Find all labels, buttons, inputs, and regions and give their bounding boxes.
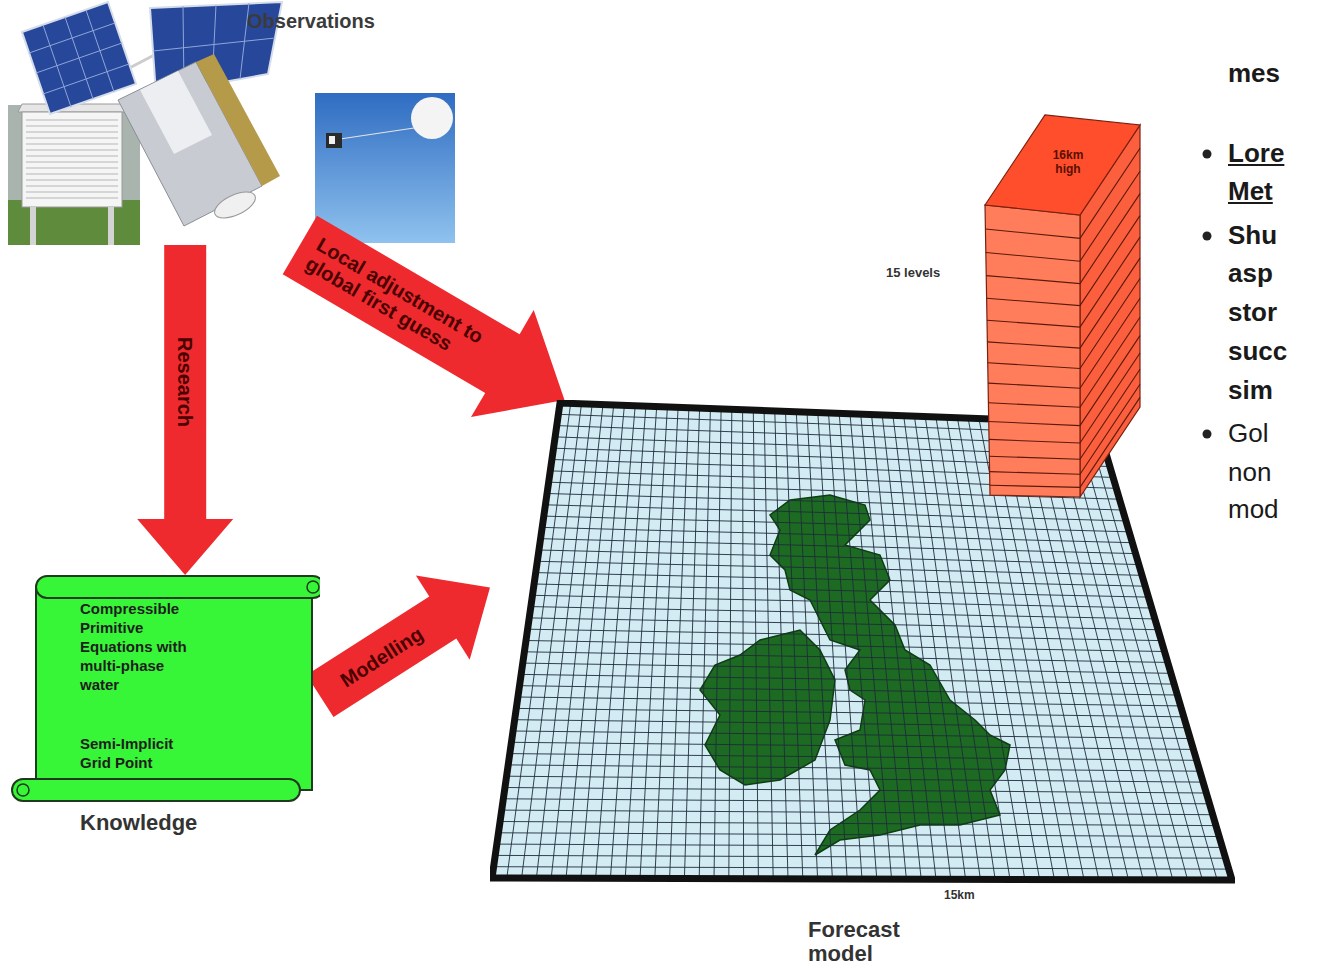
column-top (985, 115, 1140, 215)
bullet-dot (1203, 430, 1212, 439)
side-label: mes (1228, 58, 1280, 88)
side-label: non (1228, 457, 1271, 487)
scroll-sheet (36, 587, 312, 790)
knowledge-scroll: Compressible Primitive Equations with mu… (10, 575, 320, 838)
grid-group (492, 403, 1232, 880)
node-text: Observations (247, 10, 375, 33)
scroll-roll (36, 576, 320, 598)
side-label: Shu (1228, 220, 1277, 250)
stevenson-screen-photo (8, 104, 140, 245)
photo-sky (315, 93, 455, 243)
photo-sky (8, 105, 140, 245)
bullet-dot (1203, 150, 1212, 159)
screen-slats (26, 120, 118, 198)
scroll-text: Semi-Implicit Grid Point (80, 734, 200, 772)
screen-leg (108, 207, 114, 245)
scroll-curl (17, 784, 29, 796)
satellite-foil (196, 54, 280, 186)
node-text: Forecast model (808, 918, 923, 966)
arrow-label: Research (174, 337, 196, 427)
satellite-illustration (22, 2, 282, 226)
satellite-dish (211, 187, 259, 224)
scroll-body: Compressible Primitive Equations with mu… (10, 575, 320, 772)
forecast-grid: Forecast model (490, 400, 1235, 968)
satellite-panel (140, 71, 212, 154)
scroll-text: Compressible Primitive Equations with mu… (80, 599, 205, 694)
grid-ground (492, 403, 1232, 880)
grid-illustration (490, 400, 1235, 968)
bullet-dot (1203, 232, 1212, 241)
bullets (1203, 150, 1212, 439)
node-text: 16km high (1042, 148, 1094, 176)
side-label: Met (1228, 176, 1273, 206)
block-arrow (283, 216, 565, 417)
radiosonde (326, 133, 342, 148)
knowledge-label: Knowledge (80, 810, 197, 836)
side-label: succ (1228, 336, 1287, 366)
side-label: stor (1228, 297, 1277, 327)
screen-box (22, 112, 122, 207)
solar-panel (22, 2, 136, 114)
ireland-land (700, 630, 835, 785)
column-front (985, 205, 1080, 497)
model-column: 16km high (980, 112, 1145, 502)
grid-border (492, 403, 1232, 880)
screen-leg (30, 207, 36, 245)
block-arrow (137, 245, 233, 575)
side-label: mod (1228, 494, 1279, 524)
column-group (985, 115, 1140, 497)
observations-group: Observations (5, 0, 460, 245)
balloon-string (340, 128, 414, 139)
radiosonde-face (329, 136, 335, 144)
side-label: 15km (944, 888, 975, 902)
block-arrow (307, 575, 491, 717)
panel-cells (29, 10, 129, 107)
side-label: 15 levels (886, 265, 940, 280)
side-label: Lore (1228, 138, 1284, 168)
side-label: sim (1228, 375, 1273, 405)
side-label: Gol (1228, 418, 1268, 448)
balloon-photo (315, 93, 455, 243)
scroll-roll (12, 779, 300, 801)
weather-balloon (411, 97, 453, 139)
arrow-label: Local adjustment to global first guess (302, 234, 501, 376)
scroll-curl (307, 581, 319, 593)
grid-lines (494, 403, 1229, 880)
side-label: asp (1228, 258, 1273, 288)
